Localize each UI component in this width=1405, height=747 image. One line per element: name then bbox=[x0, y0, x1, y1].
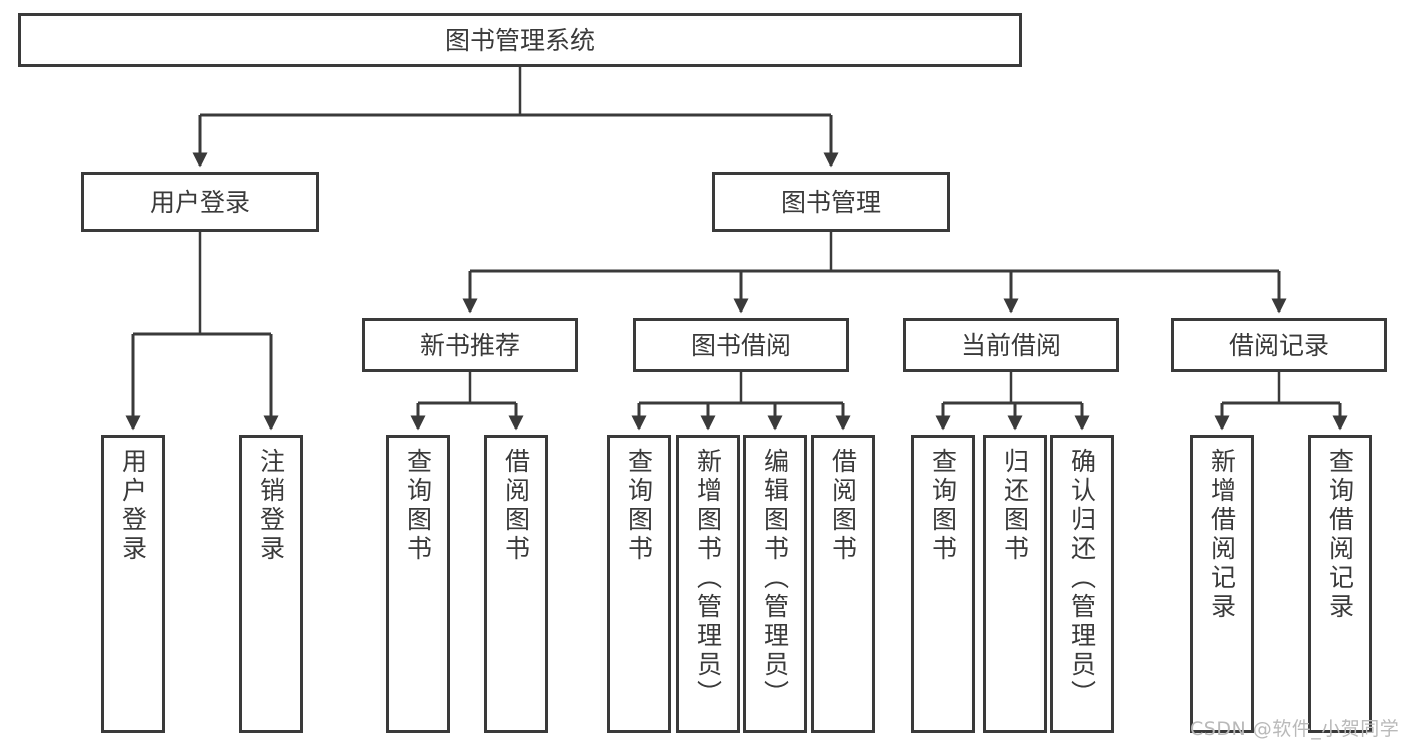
node-leaf-query-record-label: 查询借阅记录 bbox=[1325, 448, 1355, 622]
node-leaf-query-book-1-label: 查询图书 bbox=[403, 448, 433, 564]
node-leaf-query-record[interactable]: 查询借阅记录 bbox=[1308, 435, 1372, 733]
node-leaf-borrow-book-2[interactable]: 借阅图书 bbox=[811, 435, 875, 733]
node-current-borrow-label: 当前借阅 bbox=[960, 330, 1061, 360]
node-leaf-query-book-3-label: 查询图书 bbox=[928, 448, 958, 564]
node-borrow-record-label: 借阅记录 bbox=[1228, 330, 1329, 360]
node-leaf-confirm-return[interactable]: 确认归还（管理员） bbox=[1050, 435, 1114, 733]
node-leaf-add-book-label: 新增图书（管理员） bbox=[693, 448, 723, 709]
node-new-book-rec-label: 新书推荐 bbox=[419, 330, 520, 360]
node-user-login[interactable]: 用户登录 bbox=[81, 172, 319, 232]
node-leaf-add-book[interactable]: 新增图书（管理员） bbox=[676, 435, 740, 733]
node-leaf-user-logout[interactable]: 注销登录 bbox=[239, 435, 303, 733]
node-book-borrow-label: 图书借阅 bbox=[690, 330, 791, 360]
node-leaf-user-logout-label: 注销登录 bbox=[256, 448, 286, 564]
node-leaf-return-book-label: 归还图书 bbox=[1000, 448, 1030, 564]
node-leaf-query-book-2[interactable]: 查询图书 bbox=[607, 435, 671, 733]
node-root[interactable]: 图书管理系统 bbox=[18, 13, 1022, 67]
node-current-borrow[interactable]: 当前借阅 bbox=[903, 318, 1119, 372]
node-leaf-query-book-3[interactable]: 查询图书 bbox=[911, 435, 975, 733]
node-leaf-confirm-return-label: 确认归还（管理员） bbox=[1067, 448, 1097, 709]
node-book-manage[interactable]: 图书管理 bbox=[712, 172, 950, 232]
node-book-borrow[interactable]: 图书借阅 bbox=[633, 318, 849, 372]
node-borrow-record[interactable]: 借阅记录 bbox=[1171, 318, 1387, 372]
node-leaf-edit-book-label: 编辑图书（管理员） bbox=[760, 448, 790, 709]
node-new-book-rec[interactable]: 新书推荐 bbox=[362, 318, 578, 372]
node-leaf-query-book-1[interactable]: 查询图书 bbox=[386, 435, 450, 733]
node-book-manage-label: 图书管理 bbox=[780, 187, 881, 217]
node-user-login-label: 用户登录 bbox=[149, 187, 250, 217]
node-leaf-return-book[interactable]: 归还图书 bbox=[983, 435, 1047, 733]
node-leaf-user-login[interactable]: 用户登录 bbox=[101, 435, 165, 733]
node-leaf-add-record[interactable]: 新增借阅记录 bbox=[1190, 435, 1254, 733]
node-leaf-query-book-2-label: 查询图书 bbox=[624, 448, 654, 564]
node-leaf-borrow-book-1[interactable]: 借阅图书 bbox=[484, 435, 548, 733]
node-leaf-add-record-label: 新增借阅记录 bbox=[1207, 448, 1237, 622]
node-leaf-edit-book[interactable]: 编辑图书（管理员） bbox=[743, 435, 807, 733]
node-root-label: 图书管理系统 bbox=[444, 25, 595, 55]
watermark-text: CSDN @软件_小贺同学 bbox=[1190, 718, 1400, 740]
node-leaf-borrow-book-2-label: 借阅图书 bbox=[828, 448, 858, 564]
node-leaf-borrow-book-1-label: 借阅图书 bbox=[501, 448, 531, 564]
node-leaf-user-login-label: 用户登录 bbox=[118, 448, 148, 564]
